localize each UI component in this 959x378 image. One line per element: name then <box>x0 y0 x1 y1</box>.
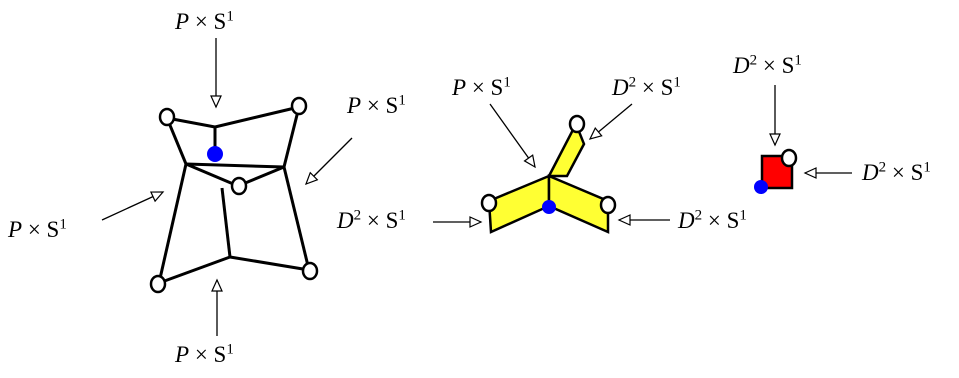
label-sq-top: D2 × S1 <box>733 52 802 78</box>
vertex <box>158 107 176 127</box>
left-graph-edge <box>158 255 231 285</box>
left-graph-edge <box>282 106 301 168</box>
yellow-vertices <box>480 114 617 215</box>
left-graph-edge <box>166 116 216 129</box>
left-graph-edge <box>185 162 285 169</box>
arrow-y-top-right <box>588 103 633 140</box>
blue-dot <box>207 146 223 162</box>
blue-dot <box>542 200 556 214</box>
left-graph-vertices <box>149 96 319 294</box>
label-y-right: D2 × S1 <box>678 207 747 233</box>
yellow-y-shape <box>487 121 610 234</box>
label-bottom: P × S1 <box>175 341 234 367</box>
label-sq-right: D2 × S1 <box>862 159 931 185</box>
left-graph-edge <box>214 105 300 129</box>
arrow-left <box>101 191 165 221</box>
vertex <box>290 96 308 116</box>
label-y-left: D2 × S1 <box>337 207 406 233</box>
label-y-top-right: D2 × S1 <box>612 74 681 100</box>
label-left: P × S1 <box>8 216 67 242</box>
vertex <box>599 195 617 215</box>
vertex <box>480 193 498 213</box>
vertex <box>301 261 319 281</box>
blue-dot <box>754 180 768 194</box>
left-graph-edge <box>157 163 188 284</box>
label-y-top-left: P × S1 <box>452 74 511 100</box>
left-graph-edge <box>282 166 311 271</box>
yellow-arm-left <box>487 174 551 234</box>
vertex <box>780 148 798 168</box>
vertex <box>149 274 167 294</box>
left-graph-edge <box>220 187 232 258</box>
yellow-arm-right <box>547 174 610 234</box>
yellow-arrows <box>433 103 670 228</box>
arrow-y-top-left <box>489 103 536 169</box>
yellow-arm-upper <box>546 121 586 178</box>
left-graph-edge <box>185 162 239 188</box>
arrow-right <box>304 137 353 186</box>
label-top: P × S1 <box>175 8 234 34</box>
left-graph-edge <box>229 255 310 272</box>
vertex <box>230 176 248 196</box>
vertex <box>568 114 586 134</box>
left-graph <box>157 105 311 285</box>
square-arrows <box>769 85 852 179</box>
label-right: P × S1 <box>347 92 406 118</box>
left-graph-arrows <box>101 38 353 336</box>
left-graph-edge <box>165 117 188 165</box>
